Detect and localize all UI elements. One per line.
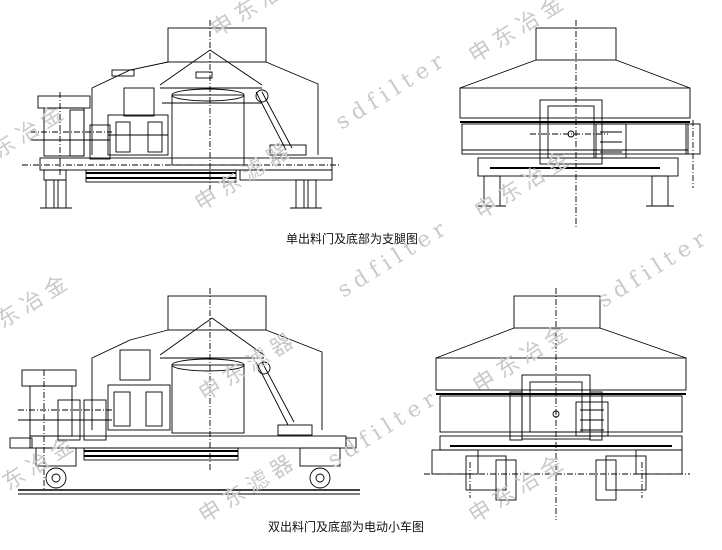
caption-double-door-trolley: 双出料门及底部为电动小车图 — [268, 520, 425, 534]
end-view-double-door-trolley — [424, 288, 690, 520]
end-view-single-door-legs — [459, 20, 701, 228]
side-view-single-door-legs — [22, 20, 340, 209]
side-view-double-door-trolley — [9, 288, 360, 495]
caption-single-door-legs: 单出料门及底部为支腿图 — [286, 232, 419, 246]
